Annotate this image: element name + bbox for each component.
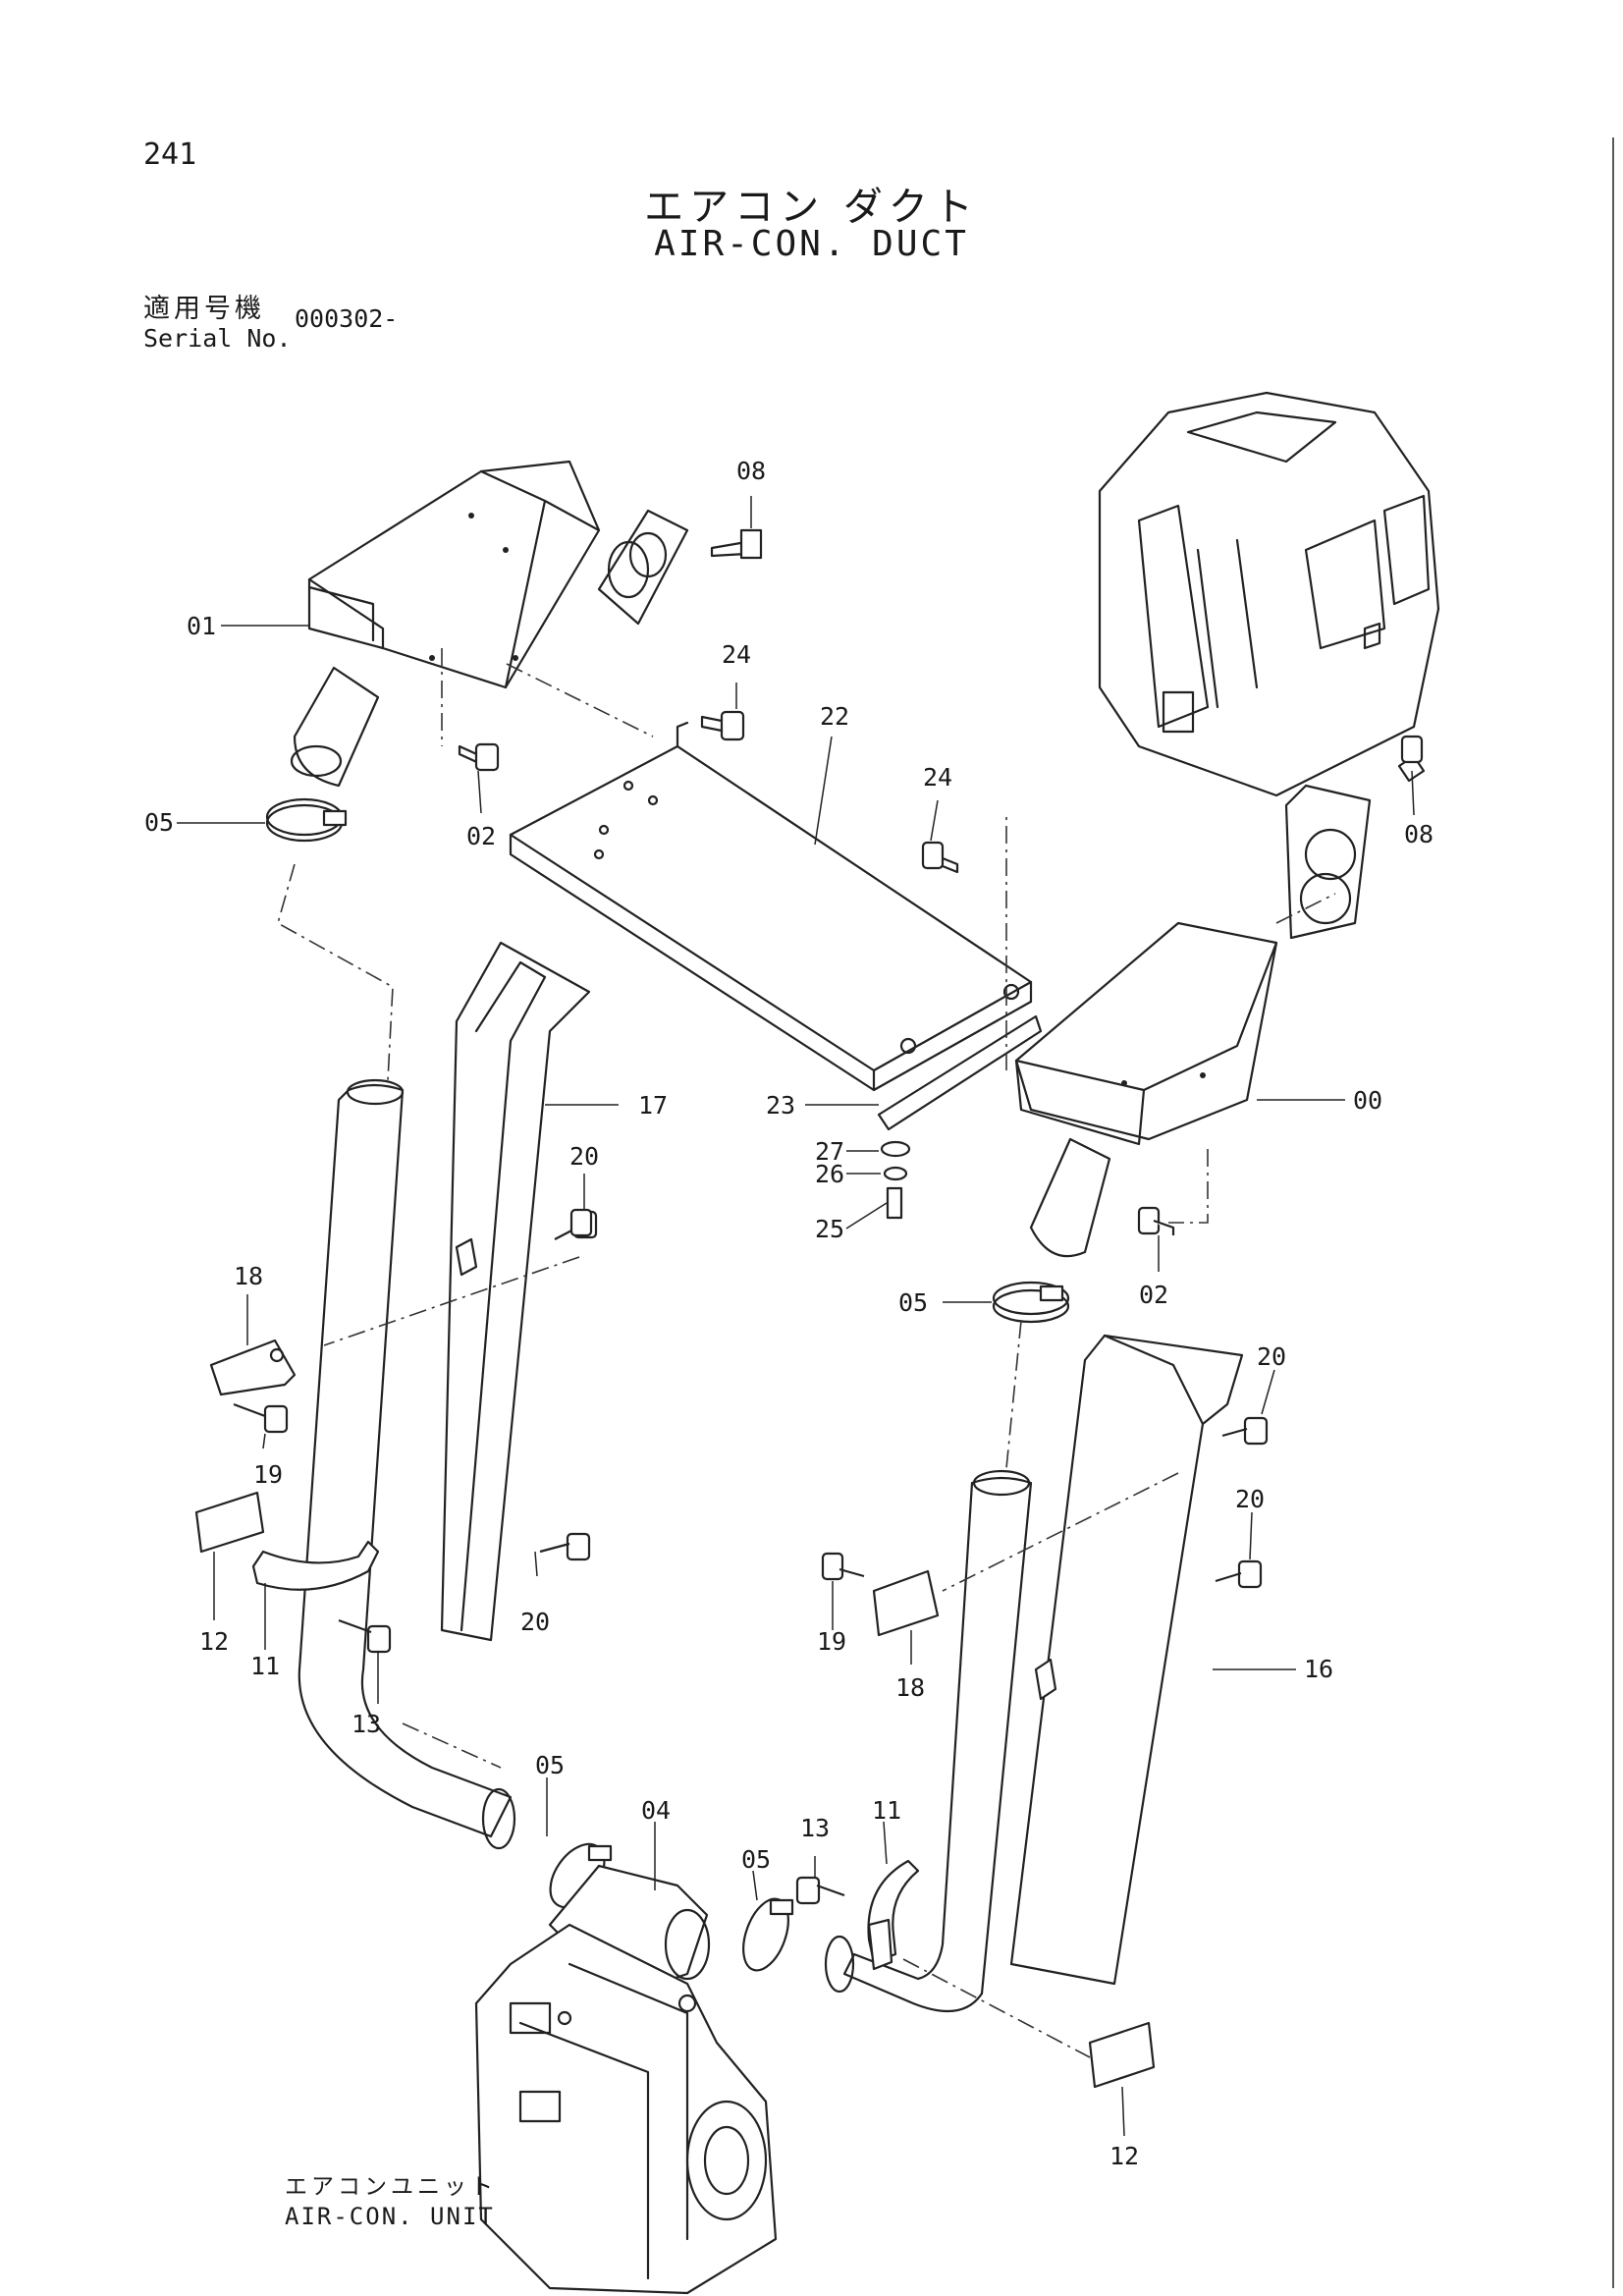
part-label-20: 20 bbox=[520, 1608, 550, 1636]
part-label-05: 05 bbox=[741, 1845, 771, 1874]
clamp-05-mid-drawing bbox=[992, 1281, 1070, 1324]
channel-16-drawing bbox=[1009, 1334, 1244, 1986]
part-label-25: 25 bbox=[815, 1215, 844, 1243]
part-label-13: 13 bbox=[800, 1814, 830, 1842]
left-strap-11-drawing bbox=[194, 1491, 392, 1654]
unit-label-english: AIR-CON. UNIT bbox=[285, 2203, 495, 2230]
cover-plate-08-right-drawing bbox=[1284, 735, 1426, 940]
serial-number-value: 000302- bbox=[295, 304, 399, 333]
part-label-13: 13 bbox=[352, 1710, 381, 1738]
part-label-22: 22 bbox=[820, 702, 849, 731]
part-label-12: 12 bbox=[1109, 2142, 1139, 2170]
unit-label-japanese: エアコンユニット bbox=[285, 2174, 497, 2200]
tray-22-drawing bbox=[509, 721, 1033, 1092]
duct-01-drawing bbox=[290, 460, 601, 788]
leader-lines bbox=[177, 496, 1415, 2137]
right-hose-drawing bbox=[824, 1469, 1033, 2013]
part-label-08: 08 bbox=[1404, 820, 1434, 848]
part-label-08: 08 bbox=[736, 457, 766, 485]
part-label-20: 20 bbox=[1257, 1342, 1286, 1371]
part-label-17: 17 bbox=[638, 1091, 668, 1120]
part-label-23: 23 bbox=[766, 1091, 795, 1120]
part-label-16: 16 bbox=[1304, 1655, 1333, 1683]
page-number: 241 bbox=[143, 137, 197, 172]
left-hose-drawing bbox=[298, 1078, 516, 1850]
part-label-24: 24 bbox=[923, 763, 952, 792]
part-label-27: 27 bbox=[815, 1137, 844, 1166]
title-japanese: エアコン ダクト bbox=[644, 185, 979, 230]
part-label-24: 24 bbox=[722, 640, 751, 669]
part-label-18: 18 bbox=[234, 1262, 263, 1290]
part-label-19: 19 bbox=[253, 1460, 283, 1489]
part-label-04: 04 bbox=[641, 1796, 671, 1825]
part-labels: 08 01 24 22 02 05 24 08 17 00 23 27 26 2… bbox=[144, 457, 1434, 2170]
part-label-05: 05 bbox=[144, 808, 174, 837]
alignment-lines bbox=[277, 648, 1336, 2058]
channel-17-drawing bbox=[440, 941, 591, 1642]
part-label-11: 11 bbox=[872, 1796, 901, 1825]
left-bracket-18-drawing bbox=[209, 1208, 593, 1561]
part-label-05: 05 bbox=[535, 1751, 565, 1779]
part-label-11: 11 bbox=[250, 1652, 280, 1680]
part-label-20: 20 bbox=[569, 1142, 599, 1171]
part-label-00: 00 bbox=[1353, 1086, 1382, 1115]
title-english: AIR-CON. DUCT bbox=[654, 224, 969, 264]
cover-plate-08-drawing bbox=[597, 509, 763, 626]
part-label-05: 05 bbox=[898, 1288, 928, 1317]
serial-label-english: Serial No. bbox=[143, 324, 292, 353]
right-bracket-18-drawing bbox=[821, 1416, 1269, 1637]
part-label-02: 02 bbox=[1139, 1281, 1168, 1309]
serial-label-japanese: 適用号機 bbox=[143, 294, 265, 324]
part-label-19: 19 bbox=[817, 1627, 846, 1656]
part-label-18: 18 bbox=[895, 1673, 925, 1702]
duct-00-drawing bbox=[1014, 921, 1278, 1258]
part-label-02: 02 bbox=[466, 822, 496, 850]
bracket-23-drawing bbox=[877, 1014, 1043, 1220]
part-label-01: 01 bbox=[187, 612, 216, 640]
part-label-26: 26 bbox=[815, 1160, 844, 1188]
part-label-20: 20 bbox=[1235, 1485, 1265, 1513]
cab-drawing bbox=[1098, 391, 1440, 797]
clamp-05-drawing bbox=[265, 797, 348, 843]
aircon-unit-drawing bbox=[474, 1864, 778, 2295]
part-label-12: 12 bbox=[199, 1627, 229, 1656]
right-strap-11-drawing bbox=[795, 1859, 1156, 2089]
